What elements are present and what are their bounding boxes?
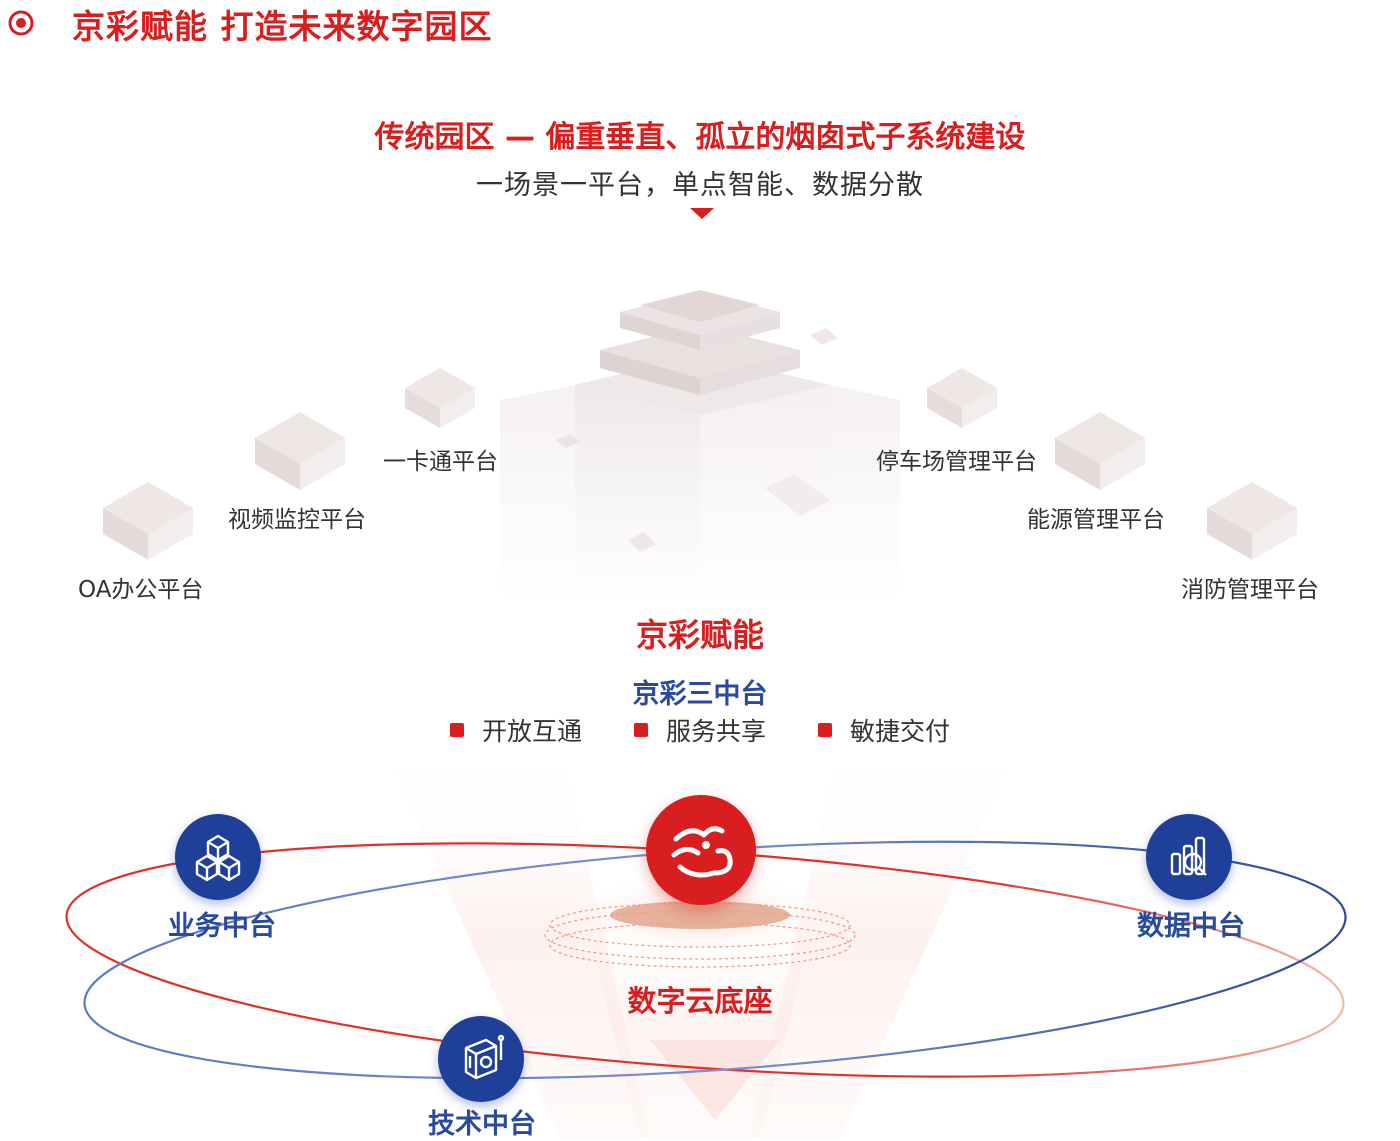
feature-label: 开放互通 xyxy=(482,717,583,746)
tower-illustration xyxy=(500,290,900,600)
cubes-icon xyxy=(175,814,261,900)
bullet-icon xyxy=(818,723,832,737)
decor-cubes-right xyxy=(927,368,1297,560)
business-label: 业务中台 xyxy=(168,911,276,942)
tech-label: 技术中台 xyxy=(428,1109,536,1140)
traditional-title: 传统园区 — 偏重垂直、孤立的烟囱式子系统建设 xyxy=(374,120,1026,155)
data-chart-icon xyxy=(1146,814,1232,900)
platform-label-video: 视频监控平台 xyxy=(228,507,366,533)
bird-cloud-logo-icon xyxy=(646,795,756,905)
down-arrow-icon xyxy=(690,208,714,219)
platform-label-parking: 停车场管理平台 xyxy=(876,449,1037,475)
feature-share: 服务共享 xyxy=(634,712,766,748)
enablement-title: 京彩赋能 xyxy=(635,616,764,654)
decor-cubes-left xyxy=(103,368,475,560)
feature-open: 开放互通 xyxy=(450,712,582,748)
feature-label: 敏捷交付 xyxy=(850,717,951,746)
bullet-icon xyxy=(634,723,648,737)
platform-label-oa: OA办公平台 xyxy=(78,577,204,603)
feature-agile: 敏捷交付 xyxy=(818,712,950,748)
platform-label-card: 一卡通平台 xyxy=(383,449,498,475)
platform-label-fire: 消防管理平台 xyxy=(1181,577,1319,603)
page-title: 京彩赋能 打造未来数字园区 xyxy=(72,7,493,46)
platform-label-energy: 能源管理平台 xyxy=(1027,507,1165,533)
traditional-subtitle: 一场景一平台，单点智能、数据分散 xyxy=(476,170,924,201)
center-label: 数字云底座 xyxy=(627,984,773,1018)
feature-label: 服务共享 xyxy=(666,717,767,746)
data-label: 数据中台 xyxy=(1137,911,1245,942)
bullet-icon xyxy=(450,723,464,737)
target-icon xyxy=(8,10,34,36)
three-platforms-title: 京彩三中台 xyxy=(632,679,768,710)
tech-box-icon xyxy=(438,1016,524,1102)
